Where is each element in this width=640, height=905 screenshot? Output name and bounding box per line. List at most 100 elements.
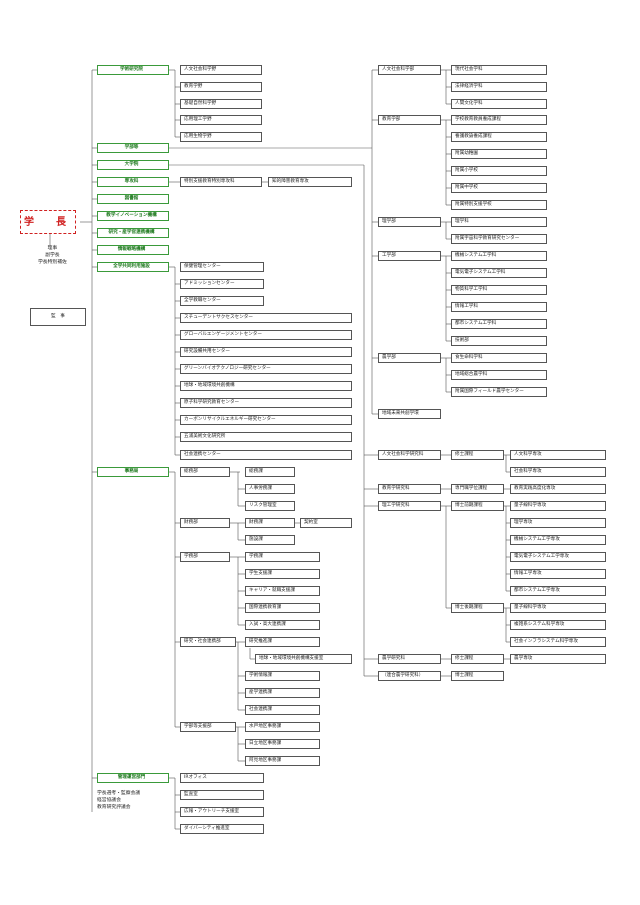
facility-11: 五浦美術文化研究所 [180,432,352,442]
sec-9: キャリア・就職支援課 [245,586,320,596]
grad-major-2: 社会科学専攻 [510,467,606,477]
dept-10: 物質科学工学科 [451,285,547,295]
sec-17: 水戸地区事務課 [245,722,320,732]
field-5: 応用生物学野 [180,132,262,142]
facility-8: 地球・地域環境共創機構 [180,381,352,391]
division-info: 情報戦略機構 [97,245,169,255]
grad-major-8: 情報工学専攻 [510,569,606,579]
facility-1: 保健管理センター [180,262,264,272]
grad-rengo: （連合農学研究科） [378,671,441,681]
dept-8: 機械システム工学科 [451,251,547,261]
dept-12: 都市システム工学科 [451,319,547,329]
councils: 学長選考・監察会議 経営協議会 教育研究評議会 [97,791,140,812]
senkoka-major: 知的障害教育専攻 [268,177,352,187]
field-2: 教育学野 [180,82,262,92]
grad-major-4: 量子線科学専攻 [510,501,606,511]
dept-3: 人間文化学科 [451,99,547,109]
grad-major-12: 社会インフラシステム科学専攻 [510,637,606,647]
division-research: 学術研究院 [97,65,169,75]
dept-shien: 学部等支援部 [180,722,236,732]
officers: 理事 副学長 学長特別補佐 [38,246,67,267]
grad-course-1: 修士課程 [451,450,504,460]
grad-riko: 理工学研究科 [378,501,441,511]
division-shared: 全学共同利用施設 [97,262,169,272]
council-2: 経営協議会 [97,797,121,803]
dept-5: 養護教諭養成課程 [451,132,547,142]
grad-major-1: 人文科学専攻 [510,450,606,460]
dept-gakumu: 学務部 [180,552,230,562]
dept-9: 電気電子システム工学科 [451,268,547,278]
grad-kyoiku: 教育学研究科 [378,484,441,494]
grad-course-6: 博士課程 [451,671,504,681]
dept-7: 附属宇宙科学教育研究センター [451,234,547,244]
division-secretariat: 事務局 [97,467,169,477]
grad-major-9: 都市システム工学専攻 [510,586,606,596]
sec-11: 入試・高大連携課 [245,620,320,630]
faculty-rigaku: 理学部 [378,217,441,227]
sec-13: 地球・地域環境共創機構支援室 [255,654,352,664]
officer-advisor: 学長特別補佐 [38,259,67,265]
dept-15: 地域総合農学科 [451,370,547,380]
mgmt-1: IRオフィス [180,773,264,783]
grad-nogaku: 農学研究科 [378,654,441,664]
facility-9: 原子科学研究教育センター [180,398,352,408]
grad-course-3: 博士前期課程 [451,501,504,511]
attached-4: 附属特別支援学校 [451,200,547,210]
grad-major-13: 農学専攻 [510,654,606,664]
grad-course-5: 修士課程 [451,654,504,664]
grad-major-10: 量子線科学専攻 [510,603,606,613]
grad-major-6: 機械システム工学専攻 [510,535,606,545]
facility-7: グリーンバイオテクノロジー研究センター [180,364,352,374]
division-management: 管理運営部門 [97,773,169,783]
dept-1: 現代社会学科 [451,65,547,75]
mgmt-4: ダイバーシティ推進室 [180,824,264,834]
grad-course-4: 博士後期課程 [451,603,504,613]
division-faculties: 学部等 [97,143,169,153]
division-industry: 研究・産学官連携機構 [97,228,169,238]
attached-1: 附属幼稚園 [451,149,547,159]
facility-6: 研究設備共用センター [180,347,352,357]
grad-jinsha: 人文社会科学研究科 [378,450,441,460]
officer-vice: 副学長 [45,252,60,258]
facility-4: スチューデントサクセスセンター [180,313,352,323]
faculty-jinbun: 人文社会科学部 [378,65,441,75]
council-1: 学長選考・監察会議 [97,791,141,796]
dept-13: 技術部 [451,336,547,346]
attached-2: 附属小学校 [451,166,547,176]
facility-5: グローバルエンゲージメントセンター [180,330,352,340]
sec-7: 学務課 [245,552,320,562]
mgmt-3: 広報・アウトリーチ支援室 [180,807,264,817]
grad-course-2: 専門職学位課程 [451,484,504,494]
sec-5: 契約室 [300,518,352,528]
sec-1: 総務課 [245,467,295,477]
grad-major-3: 教育実践高度化専攻 [510,484,606,494]
faculty-nogaku: 農学部 [378,353,441,363]
facility-10: カーボンリサイクルエネルギー研究センター [180,415,352,425]
dept-2: 法律経済学科 [451,82,547,92]
grad-major-11: 複雑系システム科学専攻 [510,620,606,630]
sec-14: 学術情報課 [245,671,320,681]
sec-15: 産学連携課 [245,688,320,698]
dept-zaimu: 財務部 [180,518,230,528]
dept-4: 学校教育教員養成課程 [451,115,547,125]
sec-12: 研究推進課 [245,637,320,647]
dept-kenkyu: 研究・社会連携部 [180,637,236,647]
sec-16: 社会連携課 [245,705,320,715]
dept-6: 理学科 [451,217,547,227]
sec-18: 日立地区事務課 [245,739,320,749]
sec-6: 施設課 [245,535,295,545]
auditor-box: 監 事 [30,308,86,326]
sec-3: リスク管理室 [245,501,295,511]
attached-3: 附属中学校 [451,183,547,193]
grad-major-7: 電気電子システム工学専攻 [510,552,606,562]
facility-12: 社会連携センター [180,450,352,460]
faculty-kyoiku: 教育学部 [378,115,441,125]
grad-major-5: 理学専攻 [510,518,606,528]
dept-somu: 総務部 [180,467,230,477]
sec-2: 人事労務課 [245,484,295,494]
division-graduate: 大学院 [97,160,169,170]
field-3: 基礎自然科学野 [180,99,262,109]
officer-director: 理事 [47,246,58,251]
